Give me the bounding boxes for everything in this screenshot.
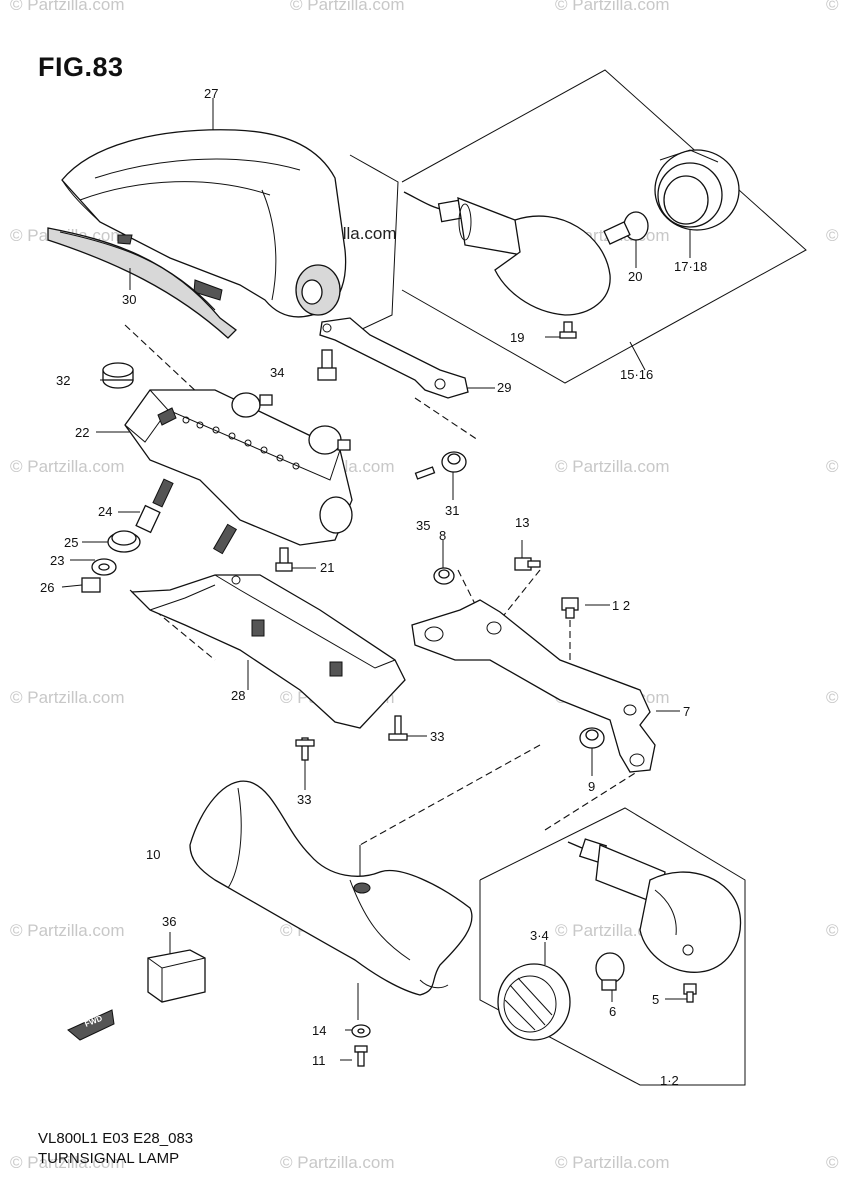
part-21-bolt [275, 547, 293, 572]
part-11-screw [354, 1045, 368, 1067]
watermark-text: © Partzilla.com [555, 457, 670, 476]
label-26: 26 [40, 580, 54, 595]
part-32-grommet [102, 362, 134, 389]
watermark-text: © Partzilla.com [555, 1153, 670, 1172]
figure-name: TURNSIGNAL LAMP [38, 1150, 180, 1167]
label-23: 23 [50, 553, 64, 568]
watermark-edge: © [826, 921, 839, 940]
label-6: 6 [609, 1004, 616, 1019]
watermark-edge: © [826, 226, 839, 245]
part-1-2-turnsignal-lower [567, 838, 742, 973]
label-31: 31 [445, 503, 459, 518]
label-14: 14 [312, 1023, 326, 1038]
watermark-edge: © [826, 457, 839, 476]
part-24-spacer [135, 478, 238, 555]
part-22-mount-plate [124, 389, 353, 546]
part-13-bolt [514, 557, 541, 571]
part-29-bracket [319, 317, 469, 399]
label-8: 8 [439, 528, 446, 543]
part-19-screw [559, 321, 577, 339]
watermark-text: © Partzilla.com [555, 0, 670, 14]
label-32: 32 [56, 373, 70, 388]
watermark-text: © Partzilla.com [10, 921, 125, 940]
part-20-bulb [603, 211, 649, 245]
part-23-washer [91, 558, 117, 576]
part-5-screw [683, 983, 697, 1003]
label-34: 34 [270, 365, 284, 380]
part-17-18-lens [654, 149, 740, 231]
label-12: 1 2 [612, 598, 630, 613]
assembly-guides [124, 69, 807, 1086]
part-33-screw-right [388, 715, 408, 741]
label-29: 29 [497, 380, 511, 395]
watermark-text: © Partzilla.com [290, 0, 405, 14]
label-33-right: 33 [430, 729, 444, 744]
label-11: 11 [312, 1053, 326, 1068]
part-27-rear-cover [61, 129, 347, 318]
part-34-bolt [317, 349, 337, 381]
part-12-bolt [561, 597, 579, 619]
label-10: 10 [146, 847, 160, 862]
part-14-washer [351, 1024, 371, 1038]
label-17-18: 17·18 [674, 259, 707, 274]
part-labels: 27 30 32 34 22 29 19 15·16 17·18 20 31 2… [40, 86, 707, 1088]
part-3-4-lens [497, 963, 571, 1041]
label-27: 27 [204, 86, 218, 101]
part-7-bracket [411, 599, 656, 773]
label-3-4: 3·4 [530, 928, 549, 943]
label-22: 22 [75, 425, 89, 440]
part-36-relay [147, 949, 206, 1003]
label-13: 13 [515, 515, 529, 530]
watermark-edge: © [826, 0, 839, 14]
label-20: 20 [628, 269, 642, 284]
label-19: 19 [510, 330, 524, 345]
label-15-16: 15·16 [620, 367, 653, 382]
part-6-bulb [595, 952, 625, 991]
label-30: 30 [122, 292, 136, 307]
figure-model-code: VL800L1 E03 E28_083 [38, 1130, 194, 1147]
label-21: 21 [320, 560, 334, 575]
part-28-bracket [130, 574, 406, 729]
part-8-grommet [433, 567, 455, 585]
watermark-text: © Partzilla.com [280, 1153, 395, 1172]
label-28: 28 [231, 688, 245, 703]
part-9-grommet [579, 727, 605, 749]
label-33-left: 33 [297, 792, 311, 807]
part-31-grommet [414, 451, 467, 480]
watermark-text: © Partzilla.com [10, 0, 125, 14]
watermark-text: © Partzilla.com [10, 1153, 125, 1172]
front-direction-arrow: FWD [67, 1009, 115, 1041]
watermark-edge: © [826, 1153, 839, 1172]
part-10-lower-cover [189, 780, 473, 996]
leader-lines [61, 98, 691, 1061]
watermark-text: © Partzilla.com [10, 688, 125, 707]
label-7: 7 [683, 704, 690, 719]
watermark-edge: © [826, 688, 839, 707]
watermark-text: © Partzilla.com [10, 457, 125, 476]
label-9: 9 [588, 779, 595, 794]
label-35: 35 [416, 518, 430, 533]
label-25: 25 [64, 535, 78, 550]
part-26-nut [81, 577, 101, 593]
label-36: 36 [162, 914, 176, 929]
part-15-16-turnsignal-upper [403, 191, 611, 316]
label-1-2: 1·2 [660, 1073, 679, 1088]
figure-title: FIG.83 [38, 52, 124, 82]
part-25-grommet [107, 530, 141, 553]
part-30-trim-strip [47, 227, 237, 339]
part-33-screw-left [295, 737, 315, 761]
label-24: 24 [98, 504, 112, 519]
label-5: 5 [652, 992, 659, 1007]
